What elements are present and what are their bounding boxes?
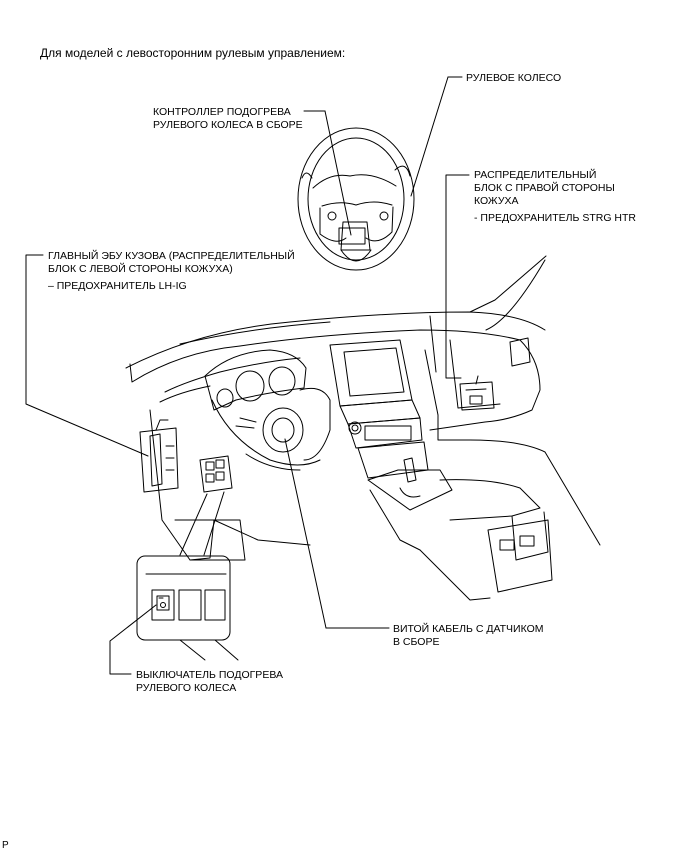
left-ecu-block-shape: [139, 419, 179, 493]
page-mark: P: [2, 840, 9, 851]
center-console: [329, 339, 553, 601]
label-right-junction-block: РАСПРЕДЕЛИТЕЛЬНЫЙ БЛОК С ПРАВОЙ СТОРОНЫ …: [474, 169, 615, 207]
dashboard-body: [125, 255, 601, 561]
label-spiral-cable: ВИТОЙ КАБЕЛЬ С ДАТЧИКОМ В СБОРЕ: [393, 623, 544, 648]
label-heater-controller: КОНТРОЛЛЕР ПОДОГРЕВА РУЛЕВОГО КОЛЕСА В С…: [153, 106, 303, 131]
label-fuse-lh-ig: – ПРЕДОХРАНИТЕЛЬ LH-IG: [48, 280, 187, 292]
label-heater-switch: ВЫКЛЮЧАТЕЛЬ ПОДОГРЕВА РУЛЕВОГО КОЛЕСА: [136, 669, 283, 694]
right-junction-block-shape: [459, 337, 531, 411]
instrument-cluster: [204, 349, 307, 411]
diagram-heading: Для моделей с левосторонним рулевым упра…: [40, 46, 346, 60]
label-fuse-strg-htr: - ПРЕДОХРАНИТЕЛЬ STRG HTR: [474, 212, 636, 224]
leader-lines: [25, 76, 470, 675]
switch-detail-inset: [136, 555, 239, 661]
steering-wheel-inset: [297, 127, 415, 271]
steering-column: [211, 387, 331, 471]
switch-panel: [179, 455, 233, 556]
label-main-body-ecu: ГЛАВНЫЙ ЭБУ КУЗОВА (РАСПРЕДЕЛИТЕЛЬНЫЙ БЛ…: [48, 250, 295, 275]
label-steering-wheel: РУЛЕВОЕ КОЛЕСО: [466, 72, 562, 84]
